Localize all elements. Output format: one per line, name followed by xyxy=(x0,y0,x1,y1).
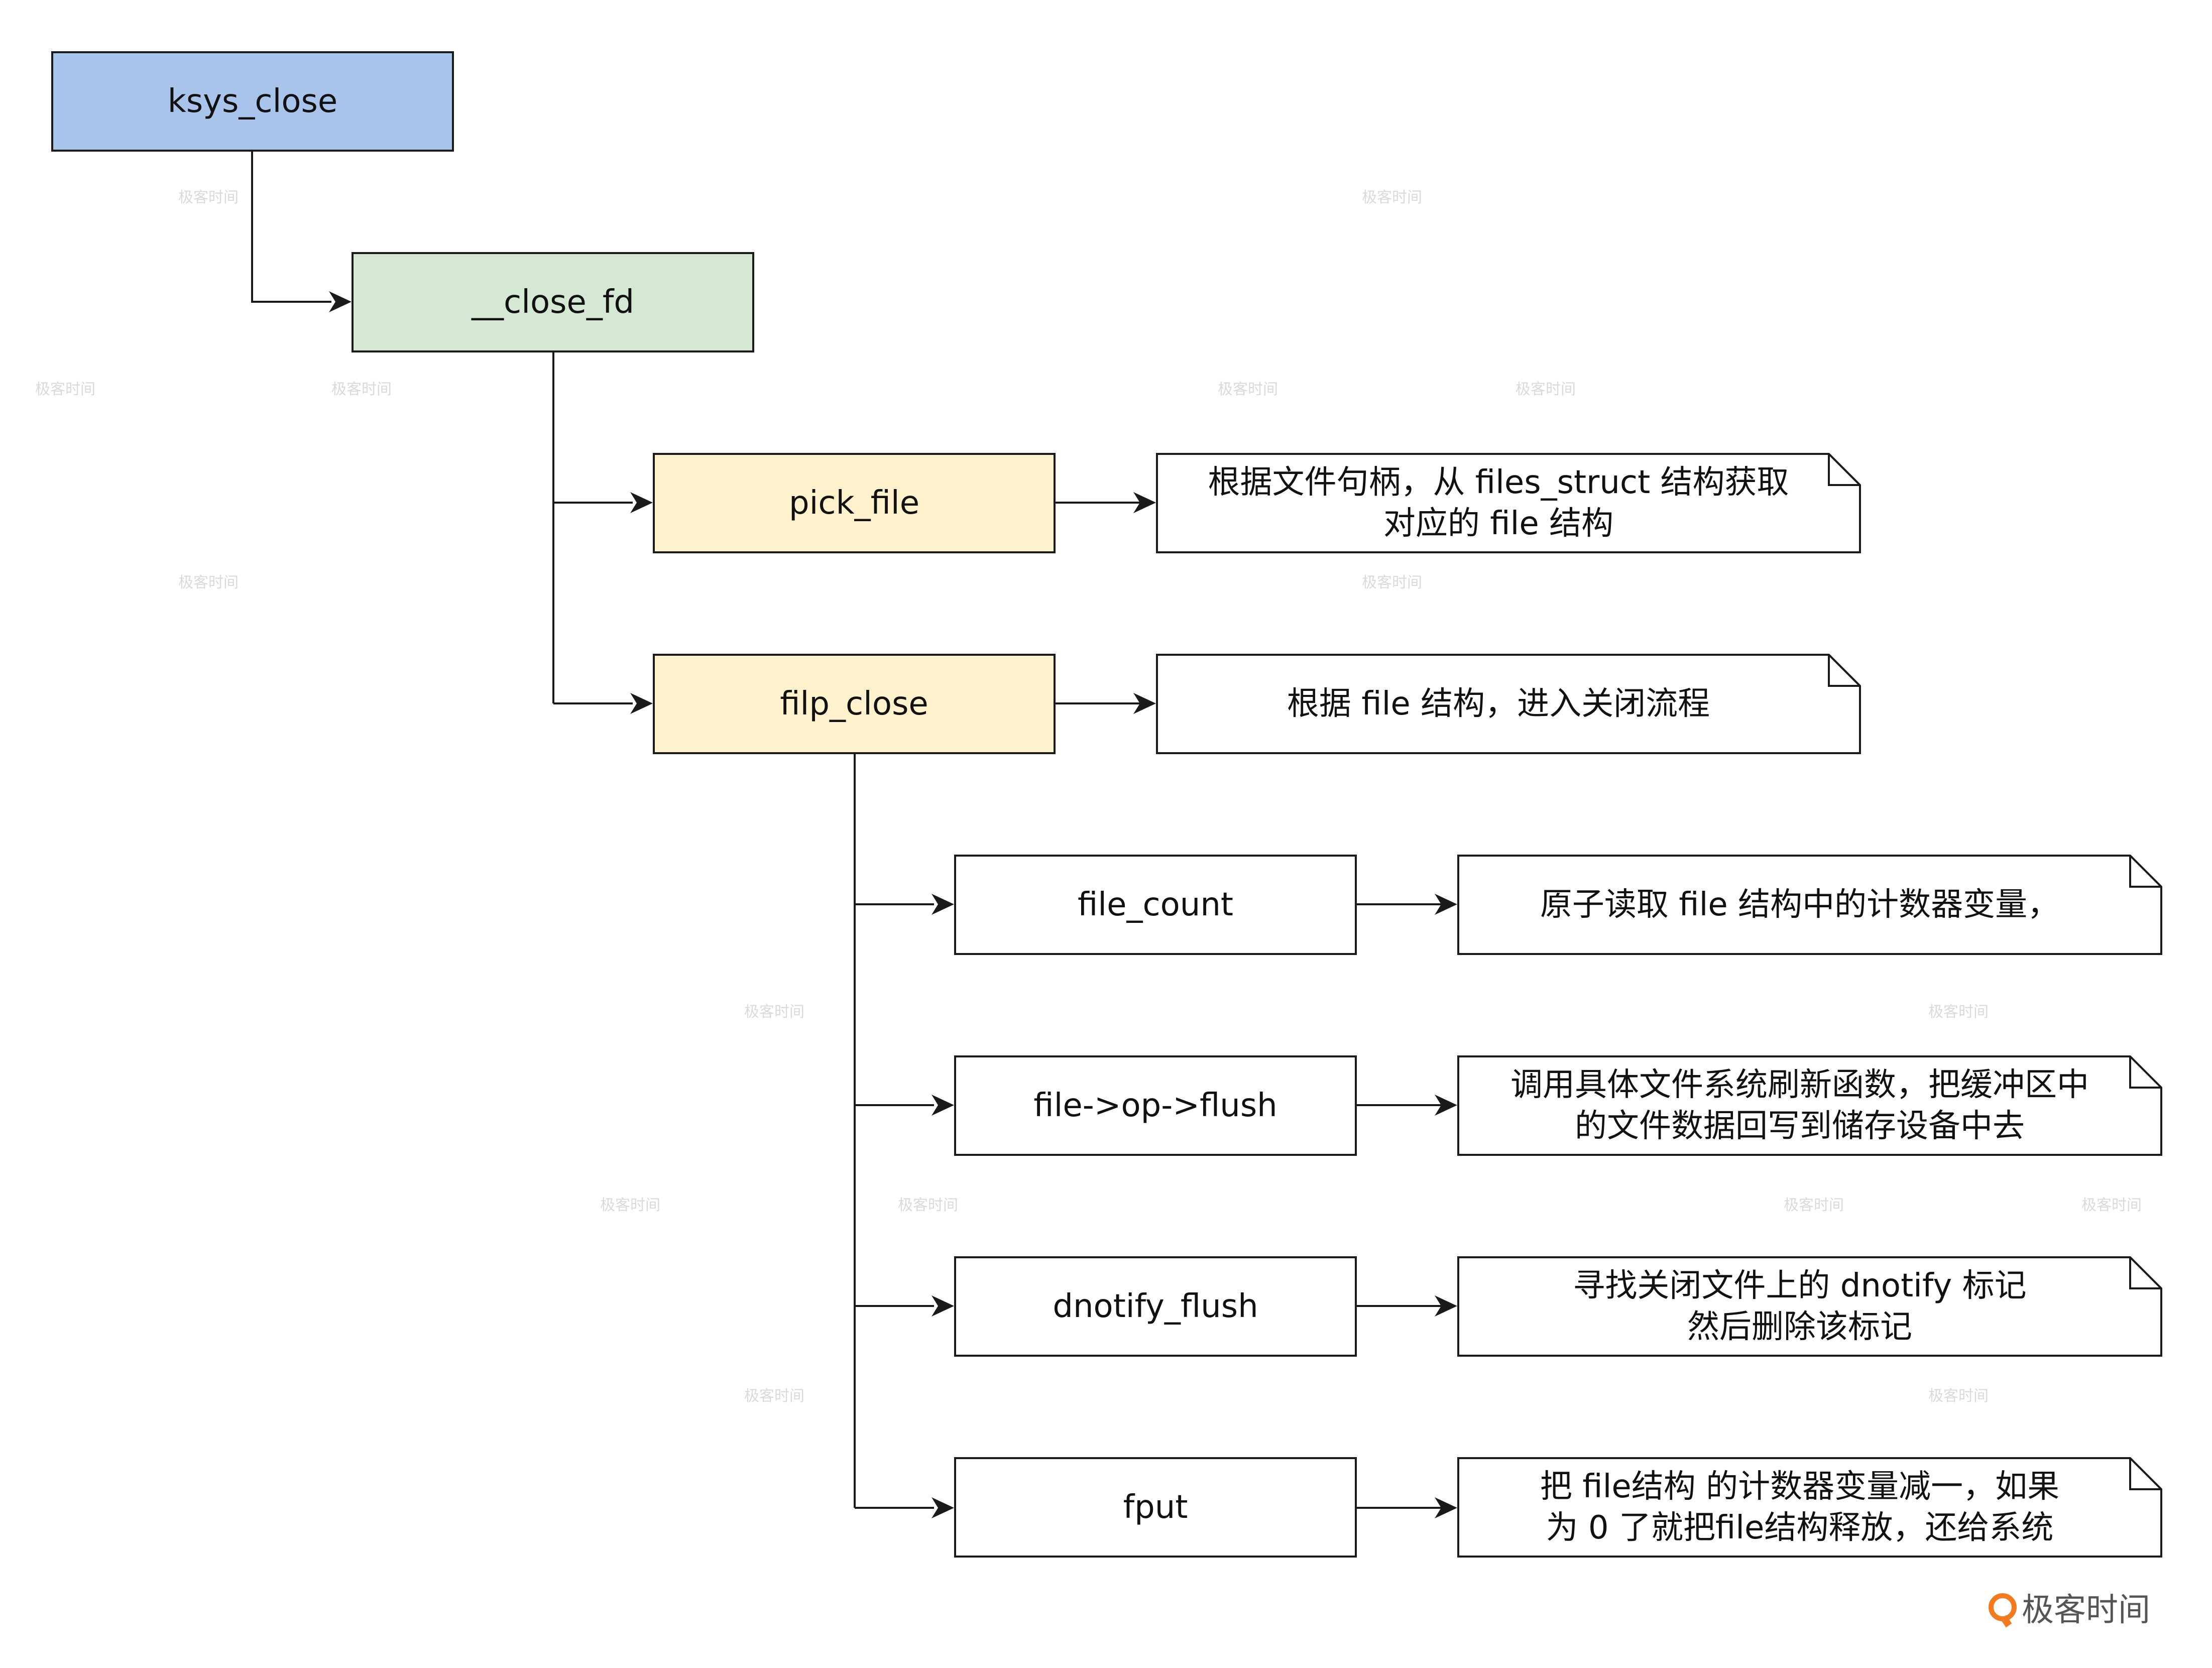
note-file-count: 原子读取 file 结构中的计数器变量， xyxy=(1457,855,2162,955)
logo-text: 极客时间 xyxy=(2022,1592,2150,1629)
arrowhead xyxy=(932,1295,954,1317)
arrowhead xyxy=(630,492,653,513)
watermark: 极客时间 xyxy=(1784,1197,1844,1214)
note-fput-text: 把 file结构 的计数器变量减一，如果 为 0 了就把file结构释放，还给系… xyxy=(1540,1468,2060,1546)
watermark: 极客时间 xyxy=(1362,574,1422,591)
arrowhead xyxy=(932,1095,954,1116)
watermark: 极客时间 xyxy=(178,574,239,591)
brand-logo: 极客时间 xyxy=(1989,1584,2150,1630)
arrowhead xyxy=(1435,1095,1457,1116)
watermark: 极客时间 xyxy=(1928,1003,1989,1021)
arrowhead xyxy=(329,291,352,312)
edge-ksys-closefd xyxy=(251,152,331,303)
watermark: 极客时间 xyxy=(1928,1387,1989,1405)
note-dnotify-flush: 寻找关闭文件上的 dnotify 标记 然后删除该标记 xyxy=(1457,1256,2162,1357)
node-fput: fput xyxy=(954,1457,1357,1558)
watermark: 极客时间 xyxy=(35,381,95,398)
node-dnotify-flush: dnotify_flush xyxy=(954,1256,1357,1357)
arrowhead xyxy=(630,693,653,714)
watermark: 极客时间 xyxy=(331,381,392,398)
note-op-flush-text: 调用具体文件系统刷新函数，把缓冲区中 的文件数据回写到储存设备中去 xyxy=(1510,1066,2089,1145)
watermark: 极客时间 xyxy=(1362,189,1422,206)
watermark: 极客时间 xyxy=(1516,381,1576,398)
node-filp-close: filp_close xyxy=(653,654,1056,754)
note-filp-close-text: 根据 file 结构，进入关闭流程 xyxy=(1287,685,1710,723)
arrowhead xyxy=(1435,1497,1457,1518)
note-pick-file: 根据文件句柄，从 files_struct 结构获取 对应的 file 结构 xyxy=(1156,453,1861,553)
note-fput: 把 file结构 的计数器变量减一，如果 为 0 了就把file结构释放，还给系… xyxy=(1457,1457,2162,1558)
watermark: 极客时间 xyxy=(898,1197,958,1214)
arrowhead xyxy=(932,894,954,915)
node-file-count: file_count xyxy=(954,855,1357,955)
watermark: 极客时间 xyxy=(600,1197,660,1214)
arrowhead xyxy=(1435,894,1457,915)
node-op-flush: file->op->flush xyxy=(954,1055,1357,1156)
note-pick-file-text: 根据文件句柄，从 files_struct 结构获取 对应的 file 结构 xyxy=(1208,464,1789,542)
arrowhead xyxy=(1133,693,1156,714)
arrowhead xyxy=(1133,492,1156,513)
watermark: 极客时间 xyxy=(178,189,239,206)
note-file-count-text: 原子读取 file 结构中的计数器变量， xyxy=(1540,886,2060,923)
node-ksys-close: ksys_close xyxy=(51,51,454,152)
watermark: 极客时间 xyxy=(1218,381,1278,398)
node-pick-file: pick_file xyxy=(653,453,1056,553)
node-close-fd: __close_fd xyxy=(352,252,754,352)
watermark: 极客时间 xyxy=(744,1387,804,1405)
logo-mark-icon xyxy=(1989,1593,2017,1621)
note-dnotify-flush-text: 寻找关闭文件上的 dnotify 标记 然后删除该标记 xyxy=(1573,1267,2027,1346)
note-op-flush: 调用具体文件系统刷新函数，把缓冲区中 的文件数据回写到储存设备中去 xyxy=(1457,1055,2162,1156)
arrowhead xyxy=(932,1497,954,1518)
watermark: 极客时间 xyxy=(2081,1197,2142,1214)
watermark: 极客时间 xyxy=(744,1003,804,1021)
arrowhead xyxy=(1435,1295,1457,1317)
note-filp-close: 根据 file 结构，进入关闭流程 xyxy=(1156,654,1861,754)
